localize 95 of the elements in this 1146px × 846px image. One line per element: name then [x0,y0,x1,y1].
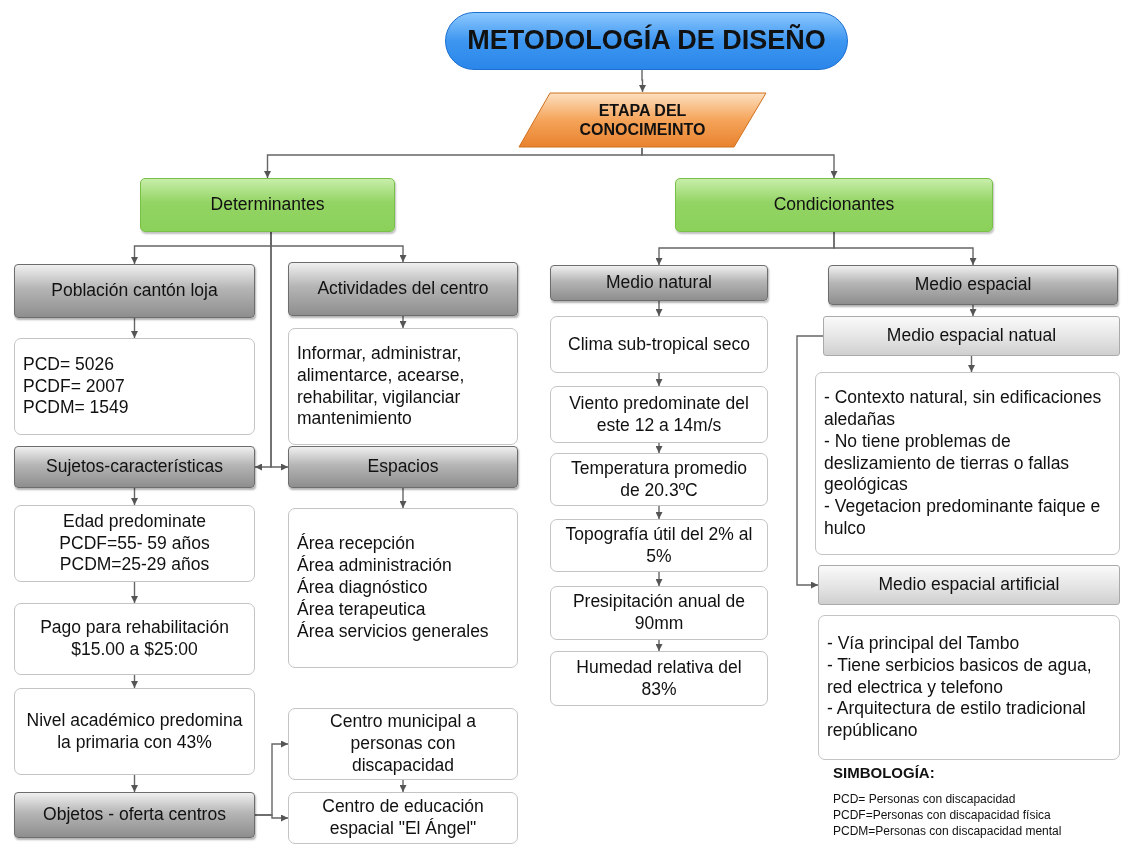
section-box [828,265,1118,305]
node-text: Humedad relativa del 83% [575,656,743,701]
node-text: PCDF= 2007 [23,375,126,398]
node-text: Población cantón loja [50,280,219,302]
node-text: Pago para rehabilitación $15.00 a $25:00 [39,617,230,661]
section-box [14,792,255,838]
connector-arrow [655,442,663,454]
node-text: - Arquitectura de estilo tradicional repúblicano [827,698,1087,743]
node-text: Condicionantes [772,194,896,216]
info-box [550,519,768,572]
node-text: Área servicios generales [297,620,490,643]
node-text: Medio natural [604,272,713,294]
node-text: - Vía principal del Tambo [827,632,1021,655]
connector-arrow [254,814,289,822]
info-box [288,792,518,844]
info-box [550,316,768,373]
connector-arrow [641,147,838,179]
section-box [14,264,255,318]
info-box [550,586,768,640]
connector-arrow [969,304,977,317]
node-text: - Vegetacion predominante faique e hulco [824,496,1102,541]
subsection-box [823,316,1120,356]
node-text: Actividades del centro [316,278,490,300]
node-text: Determinantes [209,194,326,216]
category-box [675,178,993,232]
info-box [550,386,768,443]
node-text: Espacios [366,456,440,478]
node-text: Área diagnóstico [297,577,429,599]
connector-arrow [399,779,407,793]
section-box [550,265,768,301]
info-box [288,708,518,780]
subsection-box [818,565,1120,605]
connector-arrow [131,674,138,689]
category-box [140,178,395,232]
node-text: Presipitación anual de 90mm [571,591,747,635]
connector-arrow [399,487,407,509]
info-box [815,372,1120,555]
info-box [14,505,255,582]
node-text: PCDM= 1549 [23,397,130,420]
legend-note: PCDM=Personas con discapacidad mental [833,824,1062,838]
connector-arrow [639,69,646,93]
node-text: Sujetos-características [45,456,224,478]
node-text: METODOLOGÍA DE DISEÑO [466,24,827,58]
node-text: Área recepción [297,533,416,555]
node-text: Informar, administrar, alimentarce, acearse, rehabilitar, vigilanciar mantenimiento [297,342,466,431]
connector-arrow [833,231,977,266]
connector-arrow [655,300,663,317]
section-box [288,446,518,488]
section-box [14,446,255,488]
connector-arrow [131,581,138,604]
connector-arrow [655,639,663,652]
info-box [14,688,255,775]
node-text: Objetos - oferta centros [42,804,227,826]
info-box [288,328,518,445]
node-text: Centro de educación espacial "El Ángel" [321,796,485,840]
node-text: Viento predominate del este 12 a 14m/s [568,392,750,437]
node-text: Clima sub-tropical seco [567,333,751,356]
info-box [14,603,255,675]
node-text: PCDF=55- 59 años [58,532,211,555]
node-text: Nivel académico predomina la primaria con 43% [25,709,244,754]
node-text: - Contexto natural, sin edificaciones aledañas [824,386,1103,431]
connector-arrow [655,505,663,520]
node-text: PCD= 5026 [23,353,115,376]
node-text: - Tiene serbicios basicos de agua, red electrica y telefono [827,654,1093,699]
connector-arrow [655,571,663,587]
stage-parallelogram [518,92,767,148]
node-text: Edad predominate [62,510,207,533]
info-box [288,508,518,668]
info-box [818,615,1120,760]
node-text: Temperatura promedio de 20.3ºC [569,457,749,502]
node-text: Medio espacial natual [885,325,1058,347]
node-text: Medio espacial [913,274,1033,296]
node-text: PCDM=25-29 años [58,554,211,577]
node-text: Área terapeutica [297,598,427,621]
connector-arrow [968,355,975,373]
connector-arrow [270,231,289,471]
info-box [550,651,768,706]
node-text: ETAPA DEL CONOCIMEINTO [578,100,707,140]
legend-note: PCDF=Personas con discapacidad física [833,808,1051,822]
connector-arrow [399,315,407,329]
node-text: Área administración [297,555,453,577]
node-text: Centro municipal a personas con discapacidad [329,711,477,777]
connector-arrow [796,335,824,589]
info-box [14,338,255,435]
section-box [288,262,518,316]
info-box [550,453,768,506]
connector-arrow [131,774,138,793]
legend-note: PCD= Personas con discapacidad [833,792,1016,806]
connector-arrow [131,487,138,506]
node-text: - No tiene problemas de deslizamiento de tierras o fallas geológicas [824,430,1071,497]
legend-heading: SIMBOLOGÍA: [833,764,935,781]
node-text: Topografía útil del 2% al 5% [564,523,754,568]
node-text: Medio espacial artificial [877,574,1061,596]
connector-arrow [131,317,138,339]
connector-arrow [655,372,663,387]
